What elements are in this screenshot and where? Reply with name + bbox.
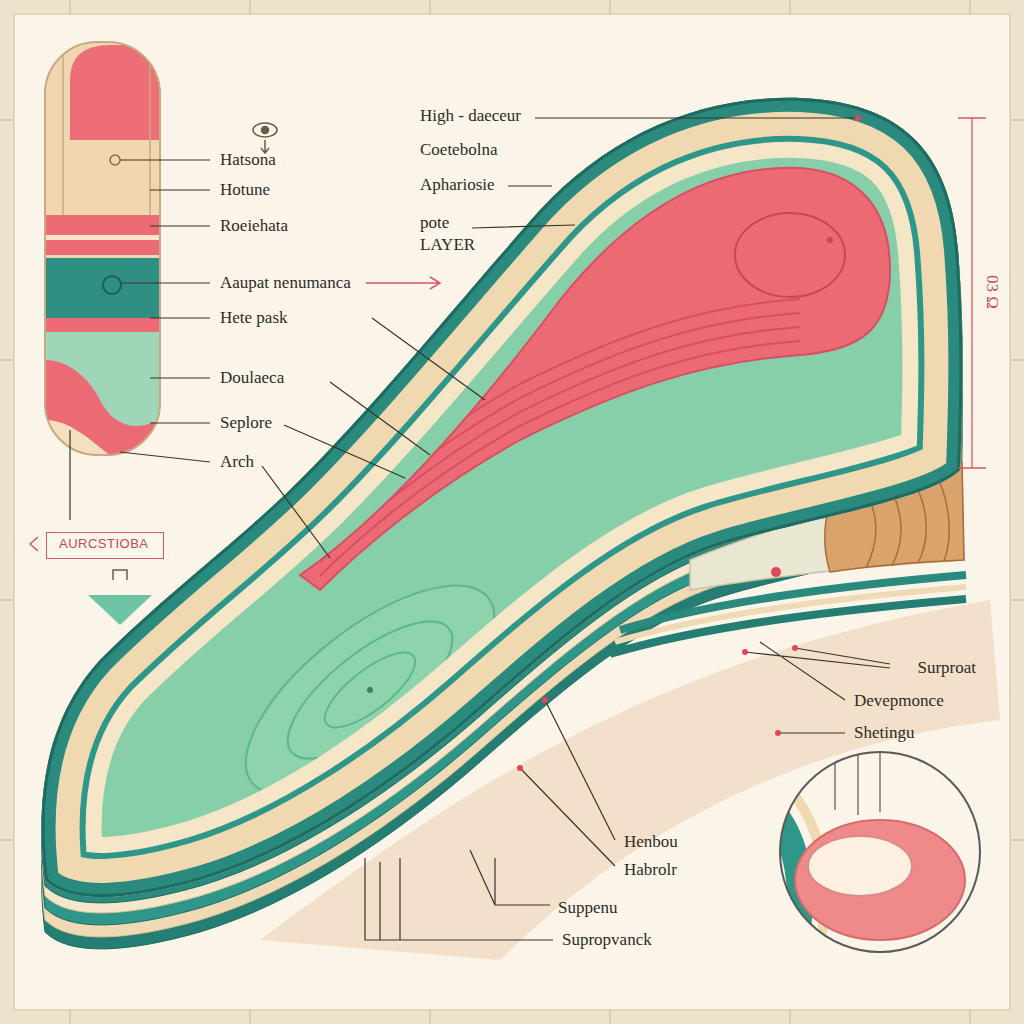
leader-dots xyxy=(775,730,781,736)
part-label: Hotune xyxy=(218,179,272,201)
arch-rings xyxy=(366,686,374,694)
toe-detail-inset xyxy=(760,752,965,960)
leader-dots xyxy=(855,115,861,121)
layer-sample-panel xyxy=(45,258,160,318)
pointer-arrow xyxy=(366,277,440,289)
page-frame xyxy=(14,14,1010,1010)
leader-lines xyxy=(120,160,210,462)
toe-detail-inset xyxy=(760,752,980,960)
toe-detail-inset xyxy=(835,752,880,815)
pointer-arrow xyxy=(366,277,440,289)
part-label: Devepmonce xyxy=(852,690,946,712)
part-label: Seplore xyxy=(218,412,274,434)
layer-sample-panel xyxy=(103,276,121,294)
layer-sample-panel xyxy=(63,50,150,215)
leader-dots xyxy=(517,765,523,771)
leader-lines xyxy=(472,118,858,228)
leader-dots xyxy=(542,697,548,703)
leader-lines xyxy=(470,700,615,905)
eye-icon xyxy=(253,123,277,153)
part-label: Aphariosie xyxy=(418,174,497,196)
leader-lines xyxy=(69,430,70,520)
box-marks xyxy=(30,537,38,551)
layer-sample-panel xyxy=(45,235,160,240)
label-box: AURCSTIOBA xyxy=(46,532,164,559)
leader-dots xyxy=(742,649,748,655)
toe-detail-inset xyxy=(780,752,980,952)
box-label: AURCSTIOBA xyxy=(59,536,151,553)
dimension-line xyxy=(958,118,986,468)
part-label: Hete pask xyxy=(218,307,290,329)
leader-dots xyxy=(517,115,861,771)
insole-top xyxy=(735,213,845,297)
layer-sample-panel xyxy=(45,215,160,235)
insole-top xyxy=(827,237,833,243)
part-label: Hatsona xyxy=(218,149,278,171)
part-label: Surproat xyxy=(915,657,978,679)
part-label: Habrolr xyxy=(622,859,679,881)
leader-lines xyxy=(70,118,890,940)
leader-lines xyxy=(365,858,553,940)
part-label: Suppenu xyxy=(556,897,620,919)
part-label: 03 Ω xyxy=(981,273,1003,311)
leader-dots xyxy=(792,645,798,651)
layer-sample-panel xyxy=(45,318,160,332)
part-label: Henbou xyxy=(622,831,680,853)
heel-side xyxy=(771,567,781,577)
box-marks xyxy=(88,595,152,625)
layer-sample-panel xyxy=(45,420,110,455)
layer-sample-panel xyxy=(110,155,120,165)
part-label: Arch xyxy=(218,451,256,473)
eye-icon xyxy=(253,123,277,137)
eye-icon xyxy=(262,127,269,134)
part-label: Shetingu xyxy=(852,722,916,744)
dimension-line xyxy=(958,118,986,468)
part-label: Doulaeca xyxy=(218,367,286,389)
layer-sample-panel xyxy=(45,332,160,455)
part-label: pote LAYER xyxy=(418,212,477,256)
part-label: Roeiehata xyxy=(218,215,290,237)
leader-lines xyxy=(262,318,485,558)
layer-sample-outline xyxy=(45,42,160,455)
part-label: High - daeceur xyxy=(418,105,523,127)
box-marks xyxy=(113,570,127,580)
leader-lines xyxy=(745,642,890,733)
toe-detail-inset xyxy=(808,836,912,896)
heel-side xyxy=(610,599,966,654)
layer-sample-panel xyxy=(45,42,160,455)
part-label: Supropvanck xyxy=(560,929,654,951)
part-label: Coetebolna xyxy=(418,139,499,161)
part-label: Aaupat nenumanca xyxy=(218,272,353,294)
toe-detail-inset xyxy=(795,820,965,940)
layer-sample-panel xyxy=(45,42,160,455)
layer-sample-panel xyxy=(45,240,160,255)
